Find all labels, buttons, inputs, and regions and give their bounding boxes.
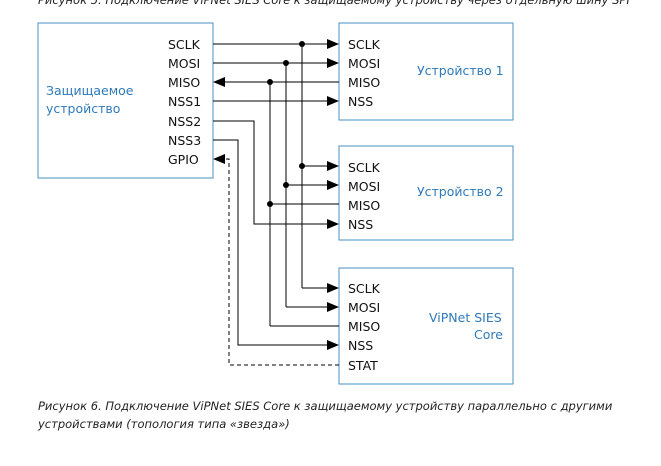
host-label-line1: Защищаемое [46, 83, 134, 98]
device-1-box [338, 22, 514, 121]
nss2-line [213, 120, 339, 229]
figure-5-caption: Рисунок 5. Подключение ViPNet SIES Core … [38, 0, 630, 7]
host-pin-mosi: MOSI [168, 56, 200, 71]
sies-pin-miso: MISO [348, 319, 380, 334]
host-pin-nss2: NSS2 [168, 114, 201, 129]
sies-pin-nss: NSS [348, 338, 373, 353]
device2-pin-nss: NSS [348, 217, 373, 232]
sies-pin-sclk: SCLK [348, 281, 381, 296]
mosi-bus [213, 58, 339, 312]
host-pin-gpio: GPIO [168, 152, 199, 167]
device2-pin-miso: MISO [348, 198, 380, 213]
sclk-bus [213, 39, 339, 293]
device1-pin-nss: NSS [348, 94, 373, 109]
device1-label: Устройство 1 [417, 63, 504, 78]
sies-label-line2: Core [474, 327, 503, 342]
device1-pin-sclk: SCLK [348, 37, 381, 52]
nss1-line [213, 96, 339, 106]
device-2-box [338, 145, 514, 241]
nss3-line [213, 139, 339, 350]
sies-pin-mosi: MOSI [348, 300, 380, 315]
device2-label: Устройство 2 [417, 184, 504, 199]
miso-bus [213, 77, 339, 327]
host-pin-nss1: NSS1 [168, 94, 201, 109]
vipnet-sies-core-box [338, 267, 514, 385]
protected-device-box [37, 22, 214, 179]
host-pin-nss3: NSS3 [168, 133, 201, 148]
device1-pin-mosi: MOSI [348, 56, 380, 71]
host-label-line2: устройство [46, 101, 120, 116]
sies-pin-stat: STAT [348, 358, 378, 373]
device2-pin-mosi: MOSI [348, 179, 380, 194]
host-pin-miso: MISO [168, 75, 200, 90]
device1-pin-miso: MISO [348, 75, 380, 90]
device2-pin-sclk: SCLK [348, 160, 381, 175]
sies-label-line1: ViPNet SIES [429, 310, 502, 325]
stat-gpio-dashed-line [213, 154, 339, 366]
host-pin-sclk: SCLK [168, 37, 201, 52]
figure-6-caption: Рисунок 6. Подключение ViPNet SIES Core … [38, 399, 613, 431]
